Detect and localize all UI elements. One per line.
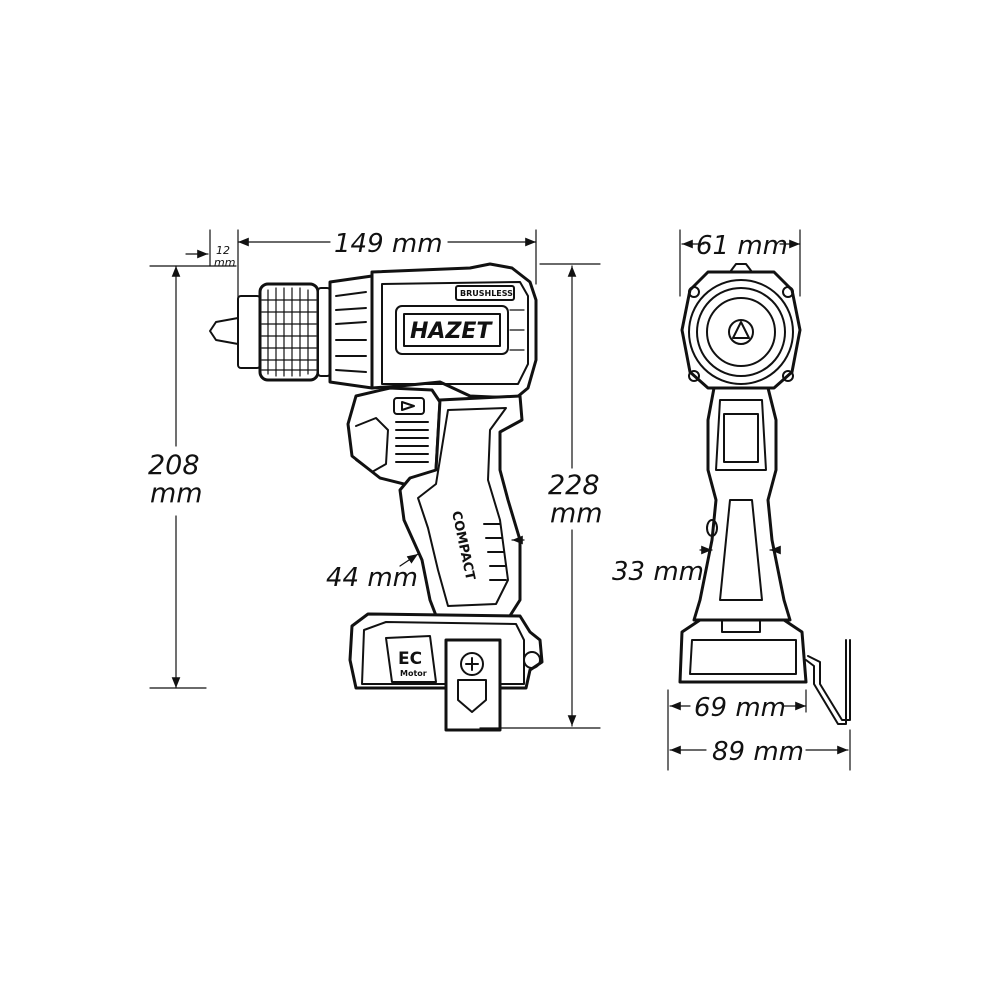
front-head bbox=[680, 263, 802, 390]
dim-89-label: 89 mm bbox=[712, 737, 804, 767]
belt-clip bbox=[444, 638, 502, 732]
dim-208-unit: mm bbox=[150, 478, 203, 509]
dim-12-value: 12 bbox=[216, 244, 230, 257]
trigger-area bbox=[346, 386, 442, 490]
dim-149-label: 149 mm bbox=[334, 229, 443, 259]
gear-housing bbox=[328, 274, 374, 390]
brand-logo-text: HAZET bbox=[410, 319, 493, 344]
chuck bbox=[237, 282, 331, 382]
bit-tip bbox=[209, 317, 239, 345]
dim-69-label: 69 mm bbox=[694, 693, 786, 723]
dim-208-value: 208 bbox=[148, 450, 200, 481]
side-dimensions: 149 mm 12 mm 208 mm 228 mm 44 mm bbox=[148, 229, 603, 729]
dim-228-value: 228 bbox=[548, 470, 600, 501]
drill-side-view: BRUSHLESS HAZET COMPACT bbox=[209, 262, 544, 732]
dim-33-label: 33 mm bbox=[612, 557, 704, 587]
dim-228-unit: mm bbox=[550, 498, 603, 529]
front-handle bbox=[692, 386, 792, 622]
front-battery bbox=[678, 618, 808, 684]
ec-label: EC bbox=[398, 649, 422, 669]
motor-housing: BRUSHLESS HAZET bbox=[370, 262, 538, 400]
dim-61-label: 61 mm bbox=[696, 231, 788, 261]
front-dimensions: 61 mm 33 mm 69 mm 89 mm bbox=[612, 229, 851, 771]
front-belt-clip bbox=[805, 639, 851, 725]
drill-front-view bbox=[678, 263, 851, 725]
dim-44-label: 44 mm bbox=[326, 563, 418, 593]
dim-12-unit: mm bbox=[214, 256, 235, 269]
brushless-label: BRUSHLESS bbox=[460, 289, 513, 298]
vent-slots bbox=[395, 421, 429, 463]
motor-label: Motor bbox=[400, 669, 427, 678]
